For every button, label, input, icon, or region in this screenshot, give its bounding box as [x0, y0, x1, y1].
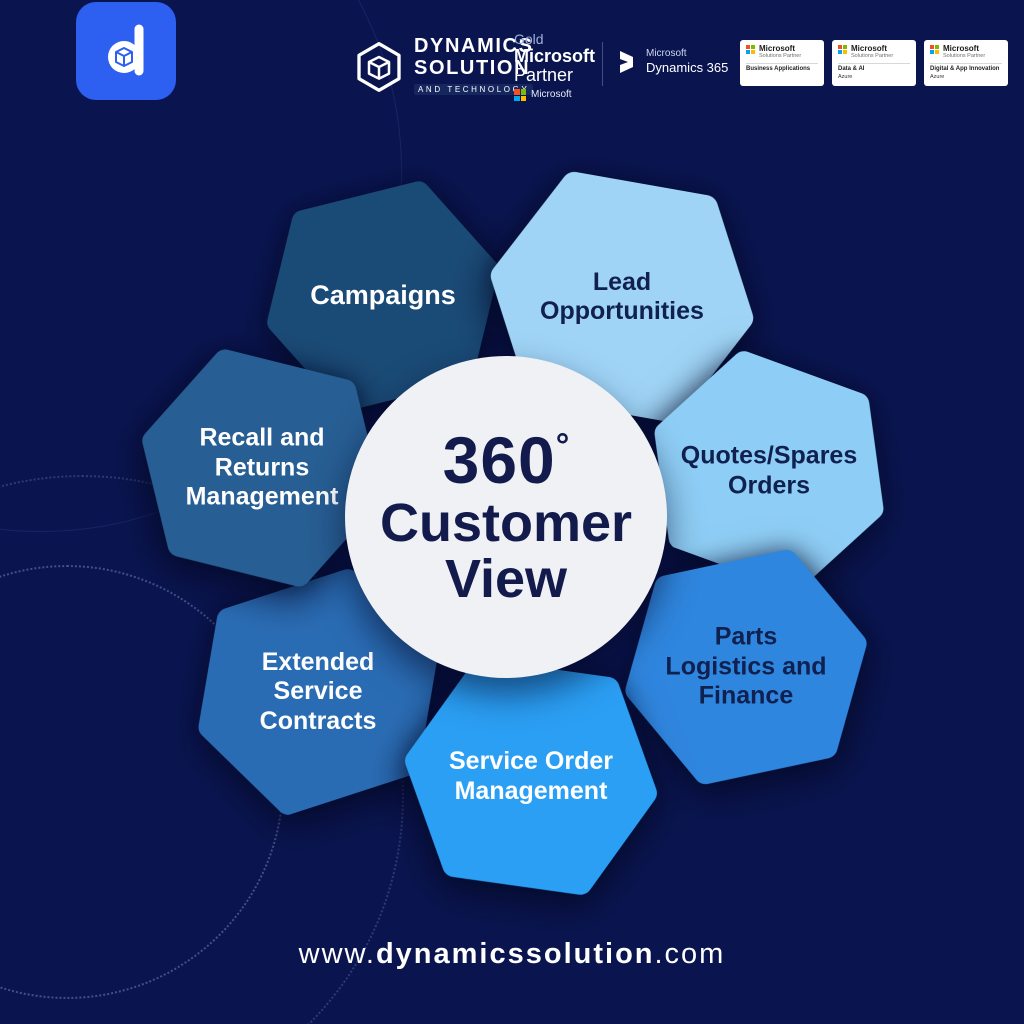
hexagon-label: Extended Service Contracts: [259, 647, 377, 735]
badge-brand: Microsoft: [759, 44, 795, 53]
dynamics365-product: Dynamics 365: [646, 60, 729, 75]
degree-value: 360: [442, 422, 556, 497]
hexagon-label: Quotes/Spares Orders: [680, 441, 858, 499]
microsoft-wordmark: Microsoft: [531, 89, 572, 101]
hexagon-shape: [142, 349, 382, 587]
badge-line2: Azure: [838, 74, 853, 81]
brand-tagline: AND TECHNOLOGY: [414, 84, 534, 96]
brand-name-line1: DYNAMICS: [414, 35, 534, 57]
hexagon-label: Campaigns: [310, 280, 456, 311]
hexagon-shape: [405, 659, 657, 895]
badge-tier: Solutions Partner: [851, 53, 894, 59]
center-title: Customer View: [379, 492, 633, 609]
dynamics365-lockup: Microsoft Dynamics 365: [616, 48, 728, 76]
hexagon-label: Recall and Returns Management: [185, 423, 339, 511]
badge-brand: Microsoft: [943, 44, 979, 53]
ms-badge-data-ai: Microsoft Solutions Partner Data & AI Az…: [832, 40, 916, 86]
dynamics365-logo-icon: [620, 50, 633, 73]
dynamics-hexagon-cube-icon: [354, 39, 404, 95]
website-url: www.dynamicssolution.com: [0, 938, 1024, 971]
header-divider: [602, 42, 603, 86]
microsoft-flag-icon: [746, 45, 755, 54]
brand-name-line2: SOLUTION: [414, 56, 531, 79]
hexagon-lead-opportunities: Lead Opportunities: [489, 171, 755, 423]
badge-line1: Business Applications: [746, 66, 811, 73]
microsoft-flag-icon: [838, 45, 847, 54]
ms-badges-group: Microsoft Solutions Partner Business App…: [740, 40, 1008, 86]
url-tld: .com: [654, 938, 726, 970]
degree-symbol: °: [555, 426, 570, 465]
center-circle: 360° Customer View: [345, 356, 667, 678]
hexagon-shape: [490, 171, 754, 423]
gold-partner-lockup: Gold Microsoft Partner Microsoft: [514, 31, 595, 102]
hexagon-recall-returns-management: Recall and Returns Management: [139, 349, 385, 587]
dynamics-solution-logo: DYNAMICS SOLUTION AND TECHNOLOGY: [354, 35, 534, 97]
hexagon-label: Parts Logistics and Finance: [665, 622, 827, 710]
url-www: www.: [298, 938, 376, 970]
badge-divider: [930, 63, 1002, 65]
partner-tier: Gold: [514, 31, 544, 47]
badge-divider: [838, 63, 910, 65]
badge-line1: Data & AI: [838, 66, 865, 73]
microsoft-flag-icon: [514, 89, 526, 102]
ms-badge-digital-app-innovation: Microsoft Solutions Partner Digital & Ap…: [924, 40, 1008, 86]
partner-brand: Microsoft: [514, 45, 595, 66]
hexagon-shape: [625, 549, 867, 785]
badge-tier: Solutions Partner: [759, 53, 802, 59]
microsoft-flag-icon: [930, 45, 939, 54]
badge-divider: [746, 63, 818, 65]
ms-badge-business-applications: Microsoft Solutions Partner Business App…: [740, 40, 824, 86]
partner-role: Partner: [514, 64, 574, 85]
badge-brand: Microsoft: [851, 44, 887, 53]
dynamics-app-tile: [76, 2, 176, 100]
hexagon-service-order-management: Service Order Management: [404, 659, 658, 895]
badge-tier: Solutions Partner: [943, 53, 986, 59]
hexagon-label: Service Order Management: [449, 747, 613, 805]
dynamics-d-cube-icon: [108, 24, 144, 76]
hexagon-quotes-spares-orders: Quotes/Spares Orders: [648, 351, 890, 591]
hexagon-parts-logistics-finance: Parts Logistics and Finance: [623, 549, 869, 785]
hexagon-label: Lead Opportunities: [540, 267, 704, 326]
badge-line1: Digital & App Innovation: [930, 66, 1000, 73]
dynamics365-brand: Microsoft: [646, 48, 687, 59]
url-domain: dynamicssolution: [375, 938, 655, 970]
badge-line2: Azure: [930, 74, 945, 81]
